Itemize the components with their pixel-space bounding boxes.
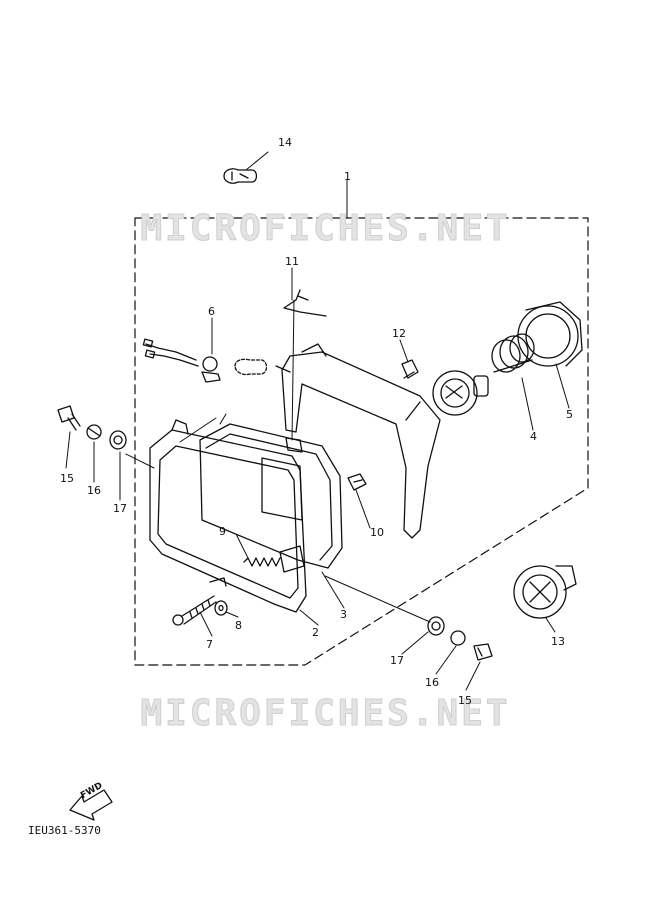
callout-1: 1	[344, 170, 351, 183]
callout-8: 8	[235, 619, 242, 632]
callout-14: 14	[278, 136, 292, 149]
callout-7: 7	[206, 638, 213, 651]
fwd-arrow-icon	[69, 789, 113, 821]
pilot-bulb-12-part	[401, 359, 419, 379]
bulb-socket-4-part	[491, 333, 535, 373]
diagram-code: IEU361-5370	[28, 824, 101, 837]
callout-9: 9	[219, 525, 226, 538]
collar-16-left-part	[86, 424, 102, 440]
socket-harness-6-part	[142, 338, 221, 383]
callout-17-left: 17	[113, 502, 127, 515]
callout-16-left: 16	[87, 484, 101, 497]
screw-7-part	[172, 595, 217, 626]
callout-5: 5	[566, 408, 573, 421]
callout-15-right: 15	[458, 694, 472, 707]
watermark-bottom: MICROFICHES.NET	[140, 693, 511, 735]
headlight-rim-2-part	[149, 419, 307, 613]
grommet-17-left-part	[109, 430, 127, 450]
bolt-15-right-part	[473, 643, 493, 661]
clip-11-part	[283, 289, 327, 317]
lens-unit-3-part	[199, 423, 343, 569]
callout-2: 2	[312, 626, 319, 639]
callout-4: 4	[530, 430, 537, 443]
leader-lines	[65, 151, 570, 691]
watermark-top: MICROFICHES.NET	[140, 208, 511, 250]
callout-12: 12	[392, 327, 406, 340]
assembly-boundary	[134, 217, 589, 666]
bulb-14-part	[223, 168, 258, 184]
callout-17-right: 17	[390, 654, 404, 667]
grommet-17-right-part	[427, 616, 445, 636]
callout-6: 6	[208, 305, 215, 318]
nut-10-part	[347, 473, 367, 491]
callout-16-right: 16	[425, 676, 439, 689]
callout-13: 13	[551, 635, 565, 648]
parking-bulb-part	[234, 358, 268, 376]
headlight-bulb-13-part	[513, 565, 577, 619]
callout-3: 3	[340, 608, 347, 621]
callout-10: 10	[370, 526, 384, 539]
headlight-housing-part	[275, 343, 441, 539]
washer-8-part	[214, 600, 228, 616]
collar-16-right-part	[450, 630, 466, 646]
callout-15-left: 15	[60, 472, 74, 485]
callout-11: 11	[285, 255, 299, 268]
dust-cover-5-part	[517, 301, 583, 367]
adjust-spring-9-part	[243, 545, 305, 573]
headlight-bulb-part	[432, 370, 489, 416]
bolt-15-left-part	[57, 405, 81, 431]
